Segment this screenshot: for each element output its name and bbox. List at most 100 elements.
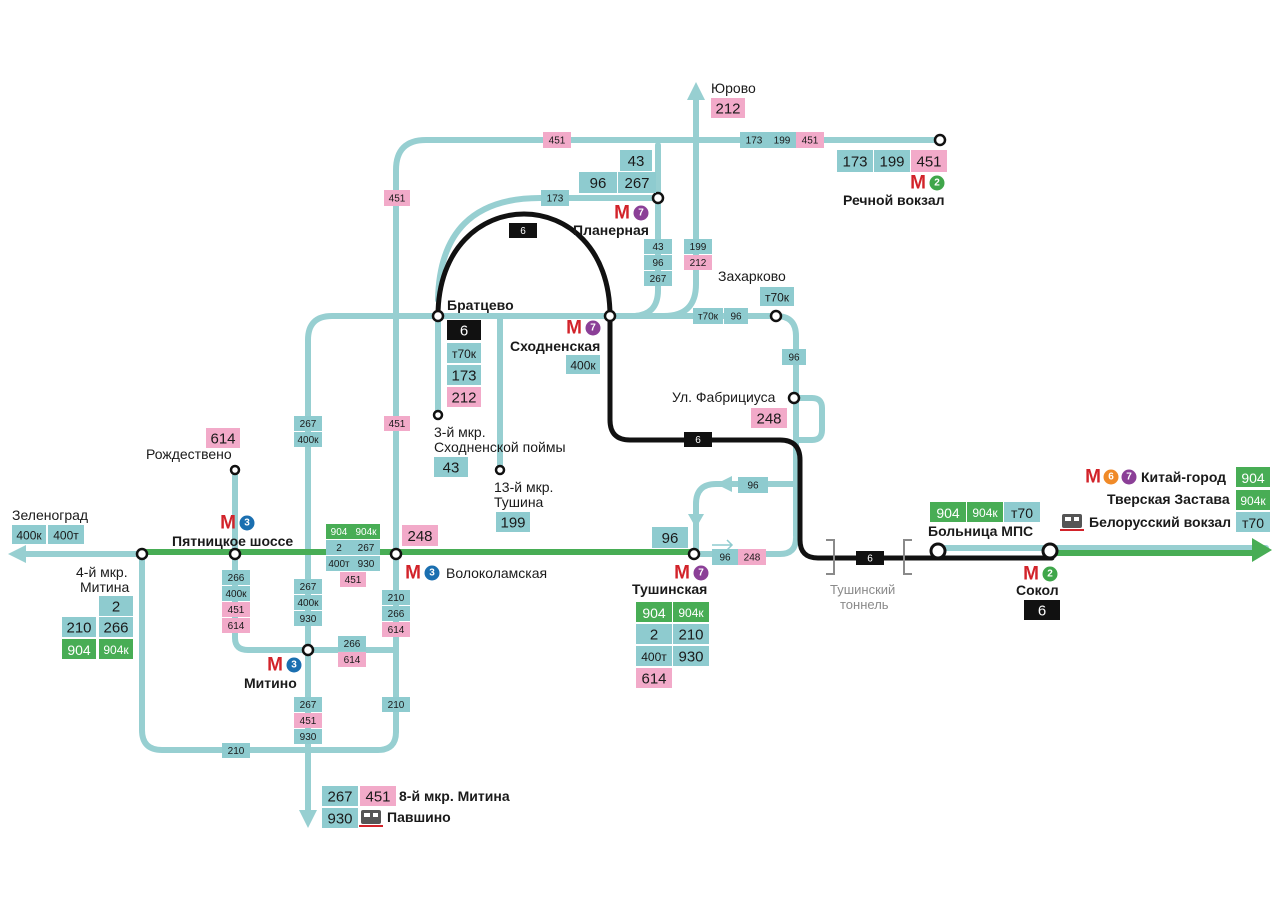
route-badge-2[interactable]: 2 — [636, 624, 672, 644]
route-badge-199[interactable]: 199 — [768, 132, 796, 148]
route-badge-451[interactable]: 451 — [222, 602, 250, 617]
route-badge-96[interactable]: 96 — [579, 172, 617, 193]
route-badge-199[interactable]: 199 — [684, 239, 712, 254]
route-badge-267[interactable]: 267 — [618, 172, 656, 193]
route-badge-400т[interactable]: 400т — [326, 556, 352, 571]
stop-planernaya[interactable] — [651, 191, 665, 205]
route-badge-904[interactable]: 904 — [326, 524, 352, 539]
route-badge-451[interactable]: 451 — [294, 713, 322, 728]
route-badge-96[interactable]: 96 — [644, 255, 672, 270]
stop-skhodnenskaya[interactable] — [603, 309, 617, 323]
route-badge-614[interactable]: 614 — [382, 622, 410, 637]
route-badge-614[interactable]: 614 — [222, 618, 250, 633]
route-badge-212[interactable]: 212 — [447, 387, 481, 407]
route-badge-т70к[interactable]: т70к — [693, 308, 723, 324]
route-badge-266[interactable]: 266 — [99, 617, 133, 637]
route-badge-96[interactable]: 96 — [782, 349, 806, 365]
route-badge-930[interactable]: 930 — [352, 556, 380, 571]
route-badge-451[interactable]: 451 — [384, 416, 410, 431]
route-badge-6[interactable]: 6 — [509, 223, 537, 238]
route-badge-96[interactable]: 96 — [738, 477, 768, 493]
route-badge-т70к[interactable]: т70к — [760, 287, 794, 306]
stop-3mkr[interactable] — [432, 409, 444, 421]
route-badge-400к[interactable]: 400к — [294, 595, 322, 610]
route-badge-т70[interactable]: т70 — [1004, 502, 1040, 522]
route-badge-930[interactable]: 930 — [673, 646, 709, 666]
route-badge-6[interactable]: 6 — [1024, 600, 1060, 620]
route-badge-904к[interactable]: 904к — [99, 639, 133, 659]
route-badge-614[interactable]: 614 — [206, 428, 240, 448]
route-badge-210[interactable]: 210 — [673, 624, 709, 644]
route-badge-210[interactable]: 210 — [222, 743, 250, 758]
route-badge-904[interactable]: 904 — [930, 502, 966, 522]
stop-pyatnitskoe[interactable] — [228, 547, 242, 561]
route-badge-614[interactable]: 614 — [338, 652, 366, 667]
route-badge-т70[interactable]: т70 — [1236, 512, 1270, 532]
route-badge-267[interactable]: 267 — [644, 271, 672, 286]
route-badge-6[interactable]: 6 — [684, 432, 712, 447]
route-badge-96[interactable]: 96 — [724, 308, 748, 324]
route-badge-248[interactable]: 248 — [402, 525, 438, 546]
route-badge-267[interactable]: 267 — [294, 416, 322, 431]
route-badge-400к[interactable]: 400к — [294, 432, 322, 447]
route-badge-904[interactable]: 904 — [1236, 467, 1270, 487]
route-badge-451[interactable]: 451 — [543, 132, 571, 148]
stop-4mkr-mitina[interactable] — [135, 547, 149, 561]
route-badge-930[interactable]: 930 — [322, 808, 358, 828]
route-badge-266[interactable]: 266 — [222, 570, 250, 585]
route-badge-96[interactable]: 96 — [712, 549, 738, 565]
route-badge-173[interactable]: 173 — [541, 190, 569, 206]
route-badge-267[interactable]: 267 — [294, 697, 322, 712]
route-badge-400к[interactable]: 400к — [12, 525, 46, 544]
stop-sokol[interactable] — [1041, 542, 1059, 560]
stop-rechnoy[interactable] — [933, 133, 947, 147]
route-badge-173[interactable]: 173 — [740, 132, 768, 148]
route-badge-904к[interactable]: 904к — [1236, 490, 1270, 510]
stop-zakharkovo[interactable] — [769, 309, 783, 323]
route-badge-212[interactable]: 212 — [684, 255, 712, 270]
route-badge-904к[interactable]: 904к — [352, 524, 380, 539]
route-badge-210[interactable]: 210 — [382, 590, 410, 605]
route-badge-43[interactable]: 43 — [434, 457, 468, 477]
route-badge-199[interactable]: 199 — [874, 150, 910, 172]
route-badge-266[interactable]: 266 — [382, 606, 410, 621]
stop-bolnitsa-mps[interactable] — [929, 542, 947, 560]
route-badge-400т[interactable]: 400т — [48, 525, 84, 544]
route-badge-400т[interactable]: 400т — [636, 646, 672, 666]
stop-mitino[interactable] — [301, 643, 315, 657]
route-badge-930[interactable]: 930 — [294, 729, 322, 744]
stop-rozhdestveno[interactable] — [229, 464, 241, 476]
route-badge-904[interactable]: 904 — [62, 639, 96, 659]
route-badge-267[interactable]: 267 — [294, 579, 322, 594]
route-badge-210[interactable]: 210 — [382, 697, 410, 712]
route-badge-6[interactable]: 6 — [447, 320, 481, 340]
route-badge-248[interactable]: 248 — [738, 549, 766, 565]
route-badge-451[interactable]: 451 — [340, 572, 366, 587]
stop-fabritsiusa[interactable] — [787, 391, 801, 405]
route-badge-173[interactable]: 173 — [837, 150, 873, 172]
route-badge-2[interactable]: 2 — [326, 540, 352, 555]
route-badge-904к[interactable]: 904к — [967, 502, 1003, 522]
route-badge-267[interactable]: 267 — [322, 786, 358, 806]
route-badge-267[interactable]: 267 — [352, 540, 380, 555]
route-badge-930[interactable]: 930 — [294, 611, 322, 626]
route-badge-266[interactable]: 266 — [338, 636, 366, 651]
route-badge-т70к[interactable]: т70к — [447, 343, 481, 363]
stop-volokolamskaya[interactable] — [389, 547, 403, 561]
route-badge-173[interactable]: 173 — [447, 365, 481, 385]
route-badge-248[interactable]: 248 — [751, 408, 787, 428]
route-badge-451[interactable]: 451 — [796, 132, 824, 148]
route-badge-614[interactable]: 614 — [636, 668, 672, 688]
route-badge-2[interactable]: 2 — [99, 596, 133, 616]
route-badge-212[interactable]: 212 — [711, 98, 745, 118]
route-badge-6[interactable]: 6 — [856, 551, 884, 565]
route-badge-451[interactable]: 451 — [911, 150, 947, 172]
route-badge-43[interactable]: 43 — [644, 239, 672, 254]
route-badge-904к[interactable]: 904к — [673, 602, 709, 622]
route-badge-451[interactable]: 451 — [360, 786, 396, 806]
stop-tushinskaya[interactable] — [687, 547, 701, 561]
route-badge-199[interactable]: 199 — [496, 512, 530, 532]
route-badge-210[interactable]: 210 — [62, 617, 96, 637]
route-badge-400к[interactable]: 400к — [222, 586, 250, 601]
stop-bratsevo[interactable] — [431, 309, 445, 323]
